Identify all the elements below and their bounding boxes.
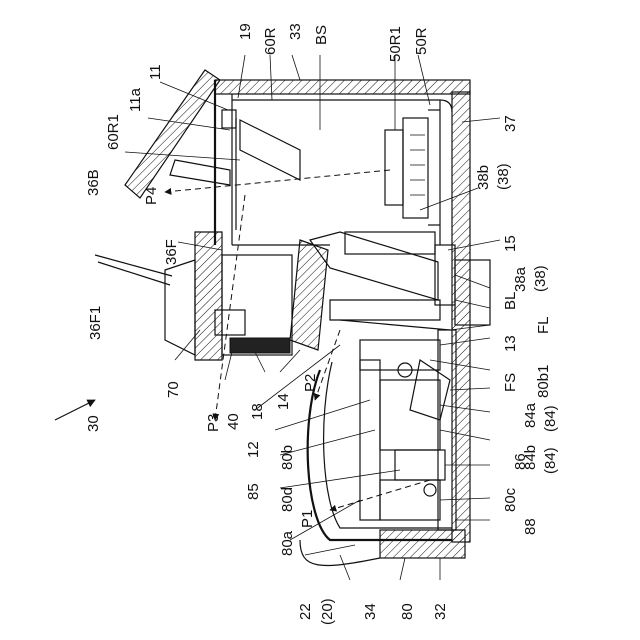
label-80b1: 80b1 — [535, 365, 552, 398]
label-32: 32 — [432, 603, 449, 620]
label-84a-paren: (84) — [542, 405, 559, 432]
label-34: 34 — [362, 603, 379, 620]
block-84b — [380, 380, 440, 450]
lid-assembly — [95, 70, 230, 360]
foot-curve — [300, 540, 380, 565]
label-60R: 60R — [262, 27, 279, 55]
label-50R1: 50R1 — [387, 26, 404, 62]
label-50R: 50R — [413, 27, 430, 55]
labels: 19 60R 33 BS 50R1 50R 11 11a 60R1 37 36B… — [85, 23, 559, 625]
label-85: 85 — [245, 483, 262, 500]
label-38a: 38a — [512, 266, 529, 292]
label-40: 40 — [225, 413, 242, 430]
label-15: 15 — [502, 235, 519, 252]
speaker-50R — [385, 110, 440, 225]
bar-18 — [230, 338, 290, 353]
lid-hinge — [170, 160, 230, 185]
label-FS: FS — [502, 373, 519, 392]
label-30: 30 — [85, 415, 102, 432]
bottom-base — [380, 530, 465, 558]
label-36B: 36B — [85, 169, 102, 196]
door-14 — [290, 240, 328, 350]
top-wall — [215, 80, 470, 94]
duct-plate — [240, 120, 300, 180]
label-22: 22 — [297, 603, 314, 620]
path-P4 — [165, 170, 390, 192]
label-14: 14 — [275, 393, 292, 410]
label-P3: P3 — [205, 414, 222, 432]
label-36F1: 36F1 — [87, 306, 104, 340]
label-38b-paren: (38) — [495, 163, 512, 190]
bracket-15 — [345, 232, 435, 254]
front-cover-36F — [195, 232, 222, 360]
speaker-magnet — [385, 130, 403, 205]
label-60R1: 60R1 — [105, 114, 122, 150]
label-86: 86 — [512, 453, 529, 470]
plate-BL — [330, 300, 440, 320]
label-22-paren: (20) — [319, 598, 336, 625]
part-11a — [222, 110, 236, 128]
label-BS: BS — [313, 25, 330, 45]
component-18 — [215, 255, 292, 355]
label-13: 13 — [502, 335, 519, 352]
label-88: 88 — [522, 518, 539, 535]
label-33: 33 — [287, 23, 304, 40]
handle-70 — [165, 260, 195, 355]
label-P1: P1 — [299, 510, 316, 528]
label-80: 80 — [399, 603, 416, 620]
label-80c: 80c — [502, 487, 519, 512]
label-80d: 80d — [279, 487, 296, 512]
lever-38b — [310, 232, 438, 300]
label-11a: 11a — [127, 87, 144, 112]
label-FL: FL — [535, 316, 552, 334]
label-P2: P2 — [302, 374, 319, 392]
label-80a: 80a — [279, 530, 296, 556]
inner-box-top — [232, 100, 452, 112]
label-BL: BL — [502, 292, 519, 310]
label-84b-paren: (84) — [542, 447, 559, 474]
label-12: 12 — [245, 441, 262, 458]
label-84a: 84a — [522, 402, 539, 428]
label-36F: 36F — [163, 239, 180, 265]
speaker-frame — [403, 118, 428, 218]
lower-inner-outline — [324, 362, 452, 528]
line-FL — [340, 320, 450, 330]
duct-60R — [222, 110, 300, 230]
label-80b: 80b — [279, 445, 296, 470]
label-P4: P4 — [143, 187, 160, 205]
arm-84a — [410, 360, 450, 420]
label-38b: 38b — [475, 165, 492, 190]
label-38a-paren: (38) — [532, 265, 549, 292]
label-18: 18 — [249, 403, 266, 420]
label-19: 19 — [237, 23, 254, 40]
label-11: 11 — [147, 64, 164, 80]
label-70: 70 — [165, 381, 182, 398]
label-37: 37 — [502, 115, 519, 132]
